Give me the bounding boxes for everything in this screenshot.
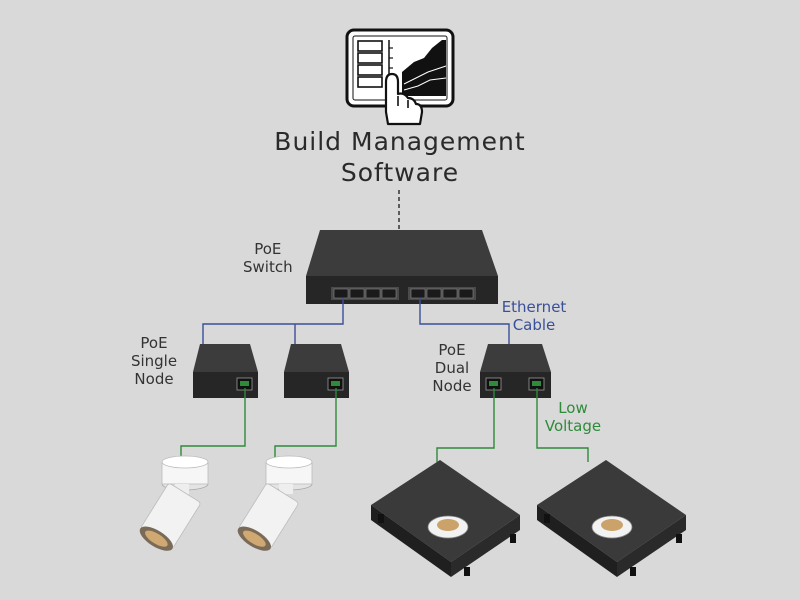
poe-dual-node-label: PoE Dual Node bbox=[428, 341, 476, 395]
poe-single-node-label-line2: Single bbox=[130, 352, 178, 370]
poe-switch-label-line2: Switch bbox=[243, 258, 293, 276]
tablet-touch-icon bbox=[345, 28, 455, 126]
ethernet-cable-label: Ethernet Cable bbox=[497, 298, 571, 334]
ethernet-cable-label-line1: Ethernet bbox=[501, 298, 567, 316]
spotlight-icon bbox=[139, 455, 209, 551]
poe-switch-label-line1: PoE bbox=[254, 240, 282, 258]
poe-dual-node-icon bbox=[480, 344, 551, 398]
software-title-line1: Build Management bbox=[274, 127, 526, 156]
recessed-light-icon bbox=[537, 460, 686, 577]
low-voltage-label-line1: Low bbox=[558, 399, 588, 417]
low-voltage-label: Low Voltage bbox=[539, 399, 607, 435]
low-voltage-label-line2: Voltage bbox=[544, 417, 602, 435]
low-voltage-wires bbox=[180, 388, 589, 462]
poe-switch-label: PoE Switch bbox=[243, 240, 293, 276]
recessed-light-icon bbox=[371, 460, 520, 577]
poe-dual-node-label-line3: Node bbox=[432, 377, 472, 395]
poe-single-node-label-line1: PoE bbox=[140, 334, 168, 352]
ethernet-cable-label-line2: Cable bbox=[512, 316, 556, 334]
spotlight-icon bbox=[237, 455, 313, 551]
software-title: Build Management Software bbox=[260, 127, 540, 188]
poe-single-node-label-line3: Node bbox=[134, 370, 174, 388]
poe-dual-node-label-line2: Dual bbox=[434, 359, 470, 377]
ethernet-cables bbox=[202, 298, 510, 344]
poe-node-icon bbox=[193, 344, 258, 398]
poe-dual-node-label-line1: PoE bbox=[438, 341, 466, 359]
poe-single-node-label: PoE Single Node bbox=[126, 334, 182, 388]
poe-node-icon bbox=[284, 344, 349, 398]
poe-switch-icon bbox=[306, 230, 498, 304]
software-title-line2: Software bbox=[340, 157, 460, 187]
